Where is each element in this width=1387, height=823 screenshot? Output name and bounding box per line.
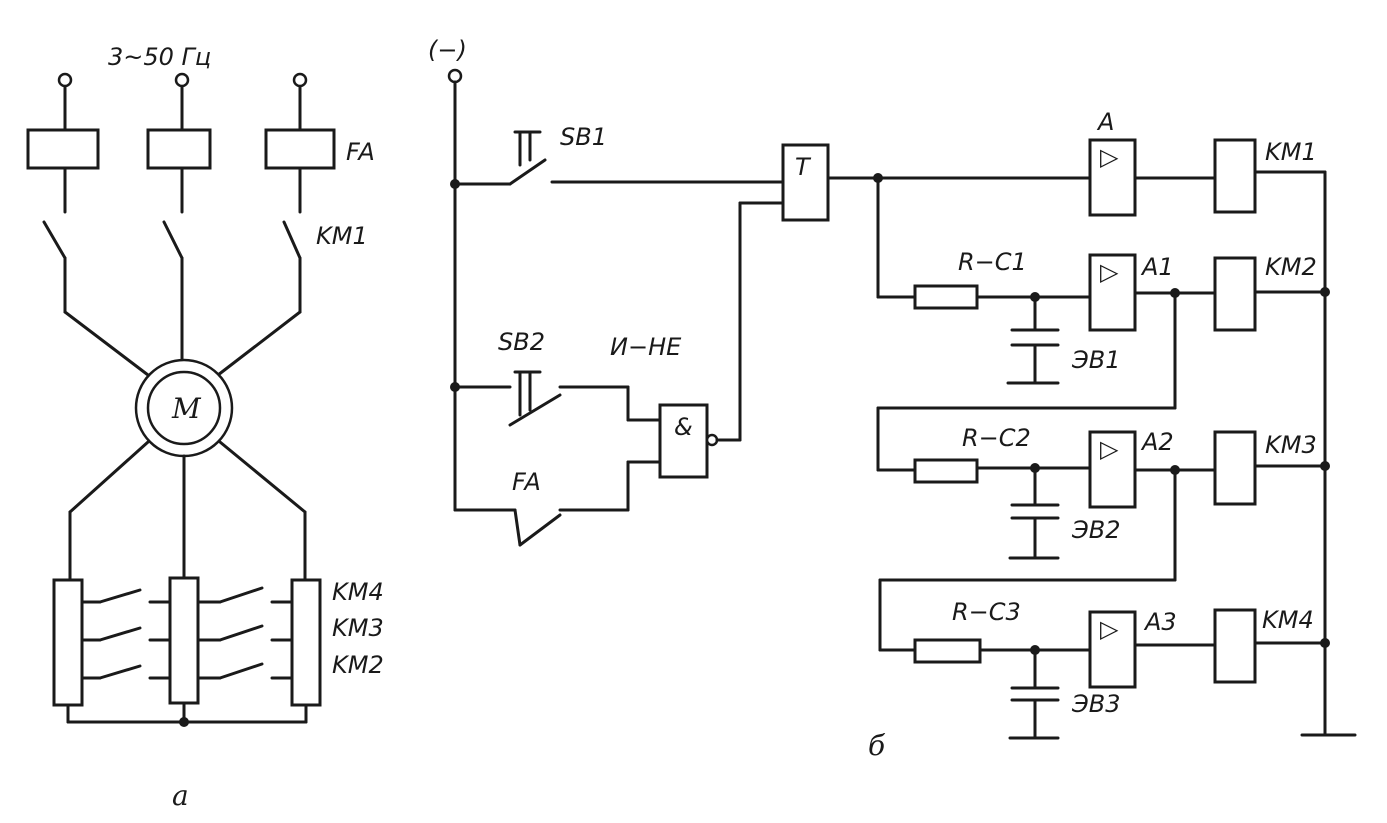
coil-km2	[1213, 256, 1257, 332]
motor-to-brakes	[68, 440, 307, 582]
right-bus	[1300, 170, 1357, 737]
motor-label: M	[171, 392, 202, 425]
amplifier-a1-symbol: ▷	[1100, 258, 1119, 286]
trigger-output	[826, 173, 1092, 299]
amplifier-a2-label: A2	[1140, 428, 1174, 456]
sb1-label: SB1	[560, 123, 607, 151]
rc3-label: R−C3	[952, 598, 1021, 626]
amplifier-a3-symbol: ▷	[1100, 615, 1119, 643]
coil-km1	[1213, 138, 1257, 214]
resistor-rc3	[913, 638, 982, 664]
coil-km4-label: KM4	[1262, 606, 1314, 634]
amplifier-a2	[1088, 430, 1137, 509]
resistor-rc1	[913, 284, 979, 310]
coil-km2-label: KM2	[1265, 253, 1317, 281]
sb2-label: SB2	[498, 328, 545, 356]
brake-contacts	[80, 586, 294, 680]
rc2-label: R−C2	[962, 424, 1031, 452]
coil-km3	[1213, 430, 1257, 506]
fa-contact	[513, 460, 662, 547]
trigger-label: T	[795, 153, 812, 181]
stage1-wires	[975, 292, 1092, 385]
coil-km1-label: KM1	[1265, 138, 1317, 166]
nand-output	[705, 201, 742, 447]
rc1-label: R−C1	[958, 248, 1027, 276]
amplifier-a-symbol: ▷	[1100, 143, 1119, 171]
brake-label-km4: KM4	[332, 578, 384, 606]
supply-minus-label: (−)	[428, 36, 467, 64]
supply-terminals	[57, 72, 308, 132]
stage2-wires	[975, 463, 1092, 560]
coil-km4	[1213, 608, 1257, 684]
cap-ev2-label: ЭВ2	[1071, 516, 1121, 544]
amplifier-a3	[1088, 610, 1137, 689]
nand-label: И−НЕ	[610, 333, 682, 361]
km1-contacts	[42, 220, 302, 377]
brake-label-km2: KM2	[332, 651, 384, 679]
trigger-block	[781, 143, 830, 222]
nand-symbol: &	[674, 413, 693, 441]
amplifier-a-label: A	[1096, 108, 1114, 136]
resistor-rc2	[913, 458, 979, 484]
fa-contact-label: FA	[512, 468, 541, 496]
caption-a: а	[172, 779, 189, 812]
supply-terminal	[447, 68, 463, 84]
amplifier-a1-label: A1	[1140, 253, 1174, 281]
motor	[134, 358, 234, 458]
power-circuit: 3~50 Гц FA KM1 M	[26, 43, 384, 812]
fuse-label: FA	[346, 138, 375, 166]
contactor-label: KM1	[316, 222, 368, 250]
stage2-output	[878, 465, 1217, 652]
amplifier-a3-label: A3	[1143, 608, 1177, 636]
cap-ev3-label: ЭВ3	[1071, 690, 1121, 718]
sb2-stop-button	[453, 370, 662, 427]
sb1-start-button	[453, 130, 785, 186]
stage3-wires	[978, 645, 1092, 740]
cap-ev1-label: ЭВ1	[1071, 346, 1121, 374]
control-circuit: (−) SB1 T	[428, 36, 1357, 762]
brake-resistors	[52, 576, 322, 707]
stage1-output	[876, 288, 1217, 472]
left-bus	[450, 80, 517, 512]
caption-b: б	[868, 729, 886, 762]
fuses	[26, 128, 336, 214]
supply-label: 3~50 Гц	[108, 43, 211, 71]
amplifier-a2-symbol: ▷	[1100, 435, 1119, 463]
coil-km3-label: KM3	[1265, 431, 1317, 459]
star-point	[66, 701, 308, 727]
brake-label-km3: KM3	[332, 614, 384, 642]
